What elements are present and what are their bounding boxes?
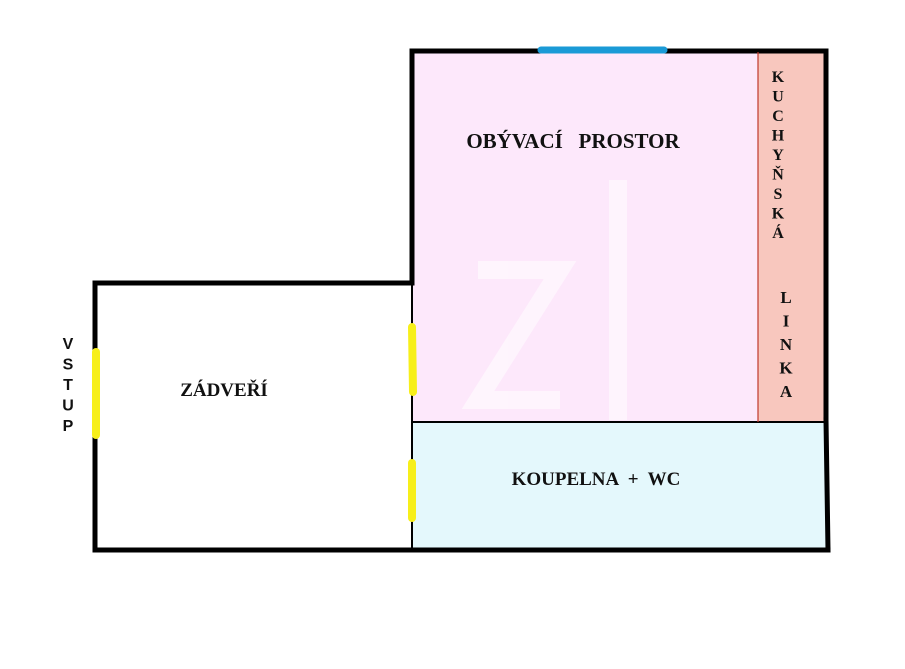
entrance-letter: S	[63, 357, 74, 374]
entrance-letter: P	[63, 418, 74, 435]
entrance-letter: T	[63, 377, 73, 394]
kitchen-letter: H	[772, 128, 785, 145]
living-room-area	[412, 52, 758, 422]
kitchen-area	[758, 52, 826, 422]
kitchen-letter: K	[772, 206, 785, 223]
watermark-logo	[461, 180, 627, 420]
kitchen-letter: C	[772, 108, 784, 125]
hall-area	[95, 283, 412, 550]
kitchen-letter: L	[780, 288, 791, 307]
kitchen-letter: K	[779, 359, 793, 378]
kitchen-letter: A	[780, 382, 793, 401]
entrance-letter: V	[63, 336, 74, 353]
kitchen-letter: Y	[772, 147, 784, 164]
kitchen-letter: I	[783, 312, 790, 331]
doors	[92, 323, 417, 522]
hall-label: ZÁDVEŘÍ	[180, 379, 268, 401]
kitchen-letter: Ň	[772, 165, 784, 184]
bathroom-area	[412, 422, 826, 550]
kitchen-letter: S	[774, 186, 783, 203]
kitchen-letter: Á	[772, 223, 784, 242]
kitchen-letter: K	[772, 69, 785, 86]
living-room-door	[408, 323, 417, 396]
bathroom-label: KOUPELNA + WC	[512, 469, 681, 490]
kitchen-letter: N	[780, 335, 793, 354]
kitchen-letter: U	[772, 89, 784, 106]
entrance-letter: U	[62, 398, 74, 415]
living-room-label: OBÝVACÍ PROSTOR	[466, 129, 680, 153]
